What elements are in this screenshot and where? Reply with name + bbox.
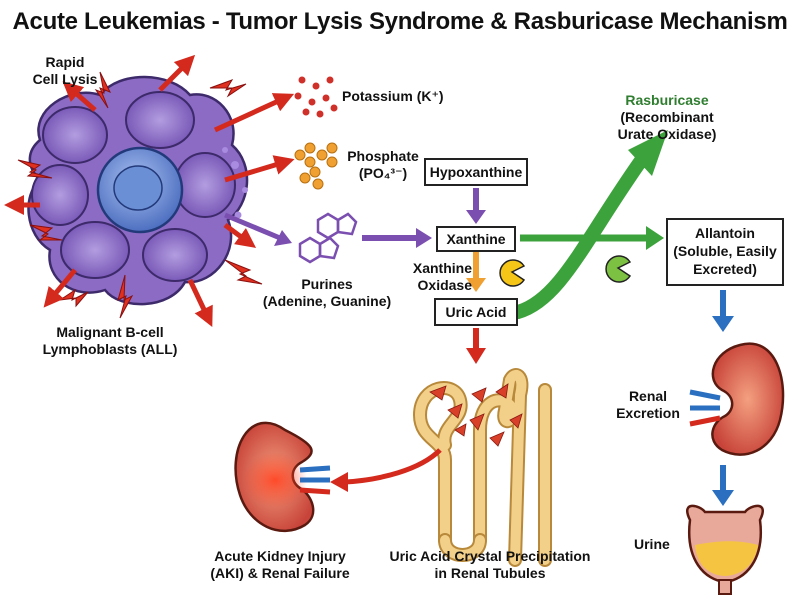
potassium-dots-icon <box>294 76 338 118</box>
arrow-purines-to-xanthine-head <box>416 228 432 248</box>
urine-label: Urine <box>634 536 670 552</box>
arrow-uric-acid-to-rasburicase <box>511 155 647 319</box>
lymphoblast-cluster <box>27 75 249 306</box>
purines-label: Purines(Adenine, Guanine) <box>262 276 392 309</box>
renal-tubules-illustration <box>412 368 552 567</box>
purine-molecules-icon <box>298 212 358 264</box>
arrow-to-purines <box>224 212 281 241</box>
arrow-hypoxanthine-to-xanthine-head <box>466 210 486 224</box>
healthy-kidney-illustration <box>689 342 785 456</box>
arrow-kidney-to-urine-head <box>712 490 734 506</box>
hypoxanthine-box: Hypoxanthine <box>424 158 528 186</box>
lysis-bolts <box>17 71 263 319</box>
phosphate-molecules-icon <box>294 142 338 190</box>
rasburicase-enzyme-icon <box>605 255 632 283</box>
lysis-arrows <box>4 54 295 328</box>
uric-acid-box: Uric Acid <box>434 298 518 326</box>
arrow-xanthine-to-allantoin-head <box>646 226 664 250</box>
arrow-to-purines-head <box>274 230 292 246</box>
arrow-tubules-to-aki <box>344 448 442 485</box>
phosphate-label: Phosphate(PO₄³⁻) <box>347 148 419 181</box>
arrow-uric-acid-to-tubules-head <box>466 348 486 364</box>
arrow-uric-acid-to-rasburicase-head <box>628 130 668 176</box>
uric-acid-crystals <box>429 383 523 447</box>
arrow-xanthine-to-uric-acid-head <box>466 278 486 292</box>
page-title: Acute Leukemias - Tumor Lysis Syndrome &… <box>12 8 788 35</box>
bladder-illustration <box>686 504 764 595</box>
arrow-tubules-to-aki-head <box>330 472 348 492</box>
xanthine-oxidase-enzyme-icon <box>499 259 526 287</box>
aki-kidney-illustration <box>234 421 331 533</box>
aki-label: Acute Kidney Injury(AKI) & Renal Failure <box>210 548 350 581</box>
xanthine-box: Xanthine <box>436 226 516 252</box>
potassium-label: Potassium (K⁺) <box>342 88 444 104</box>
arrow-allantoin-to-kidney-head <box>712 316 734 332</box>
rasburicase-label: Rasburicase (Recombinant Urate Oxidase) <box>617 92 717 142</box>
